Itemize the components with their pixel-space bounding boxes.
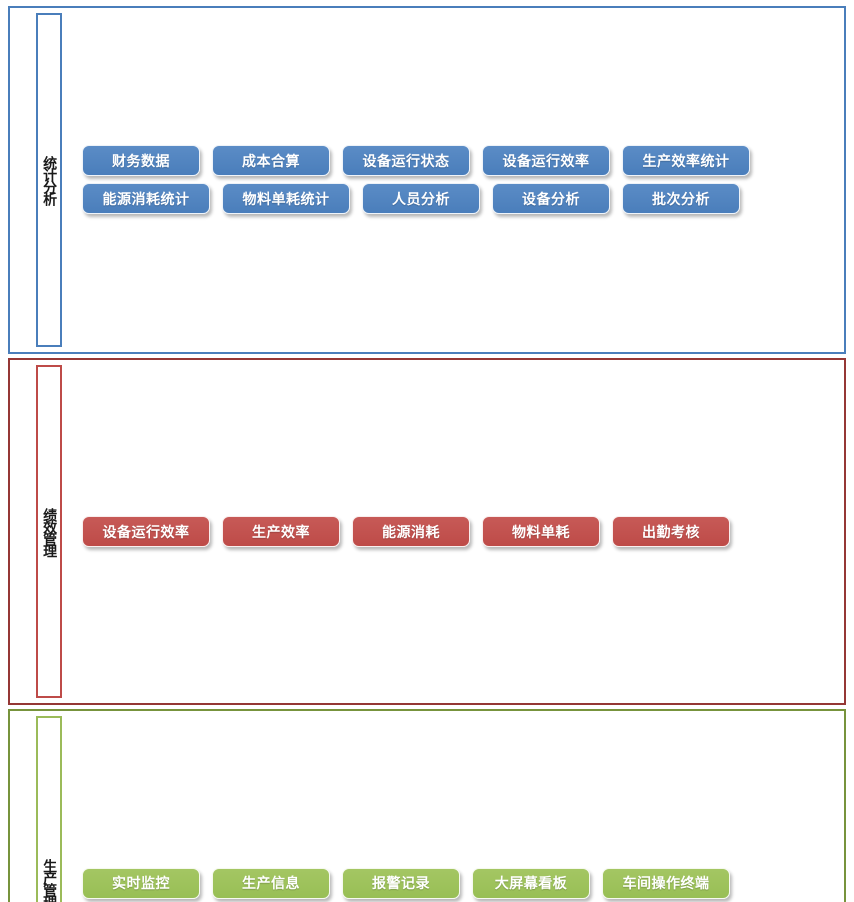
module-button[interactable]: 物料单耗 (482, 516, 600, 547)
module-button[interactable]: 报警记录 (342, 868, 460, 899)
button-row: 财务数据成本合算设备运行状态设备运行效率生产效率统计 (82, 145, 838, 176)
section-stats: 统计分析财务数据成本合算设备运行状态设备运行效率生产效率统计能源消耗统计物料单耗… (8, 6, 846, 354)
section-performance: 绩效管理设备运行效率生产效率能源消耗物料单耗出勤考核 (8, 358, 846, 706)
module-button[interactable]: 能源消耗统计 (82, 183, 210, 214)
module-button[interactable]: 设备运行效率 (482, 145, 610, 176)
module-button[interactable]: 成本合算 (212, 145, 330, 176)
section-label-production: 生产管理 (36, 716, 62, 902)
button-row: 能源消耗统计物料单耗统计人员分析设备分析批次分析 (82, 183, 838, 214)
module-button[interactable]: 人员分析 (362, 183, 480, 214)
section-production: 生产管理实时监控生产信息报警记录大屏幕看板车间操作终端 (8, 709, 846, 902)
module-button[interactable]: 实时监控 (82, 868, 200, 899)
module-button[interactable]: 生产效率统计 (622, 145, 750, 176)
module-button[interactable]: 设备运行效率 (82, 516, 210, 547)
module-button[interactable]: 设备运行状态 (342, 145, 470, 176)
module-button[interactable]: 批次分析 (622, 183, 740, 214)
module-button[interactable]: 能源消耗 (352, 516, 470, 547)
section-label-performance: 绩效管理 (36, 365, 62, 699)
function-architecture-diagram: 统计分析财务数据成本合算设备运行状态设备运行效率生产效率统计能源消耗统计物料单耗… (0, 0, 854, 451)
button-row: 实时监控生产信息报警记录大屏幕看板车间操作终端 (82, 868, 838, 899)
button-area-stats: 财务数据成本合算设备运行状态设备运行效率生产效率统计能源消耗统计物料单耗统计人员… (82, 145, 838, 214)
module-button[interactable]: 物料单耗统计 (222, 183, 350, 214)
button-area-production: 实时监控生产信息报警记录大屏幕看板车间操作终端 (82, 868, 838, 899)
button-row: 设备运行效率生产效率能源消耗物料单耗出勤考核 (82, 516, 838, 547)
module-button[interactable]: 生产信息 (212, 868, 330, 899)
module-button[interactable]: 出勤考核 (612, 516, 730, 547)
button-area-performance: 设备运行效率生产效率能源消耗物料单耗出勤考核 (82, 516, 838, 547)
module-button[interactable]: 设备分析 (492, 183, 610, 214)
module-button[interactable]: 车间操作终端 (602, 868, 730, 899)
module-button[interactable]: 生产效率 (222, 516, 340, 547)
module-button[interactable]: 大屏幕看板 (472, 868, 590, 899)
section-label-stats: 统计分析 (36, 13, 62, 347)
module-button[interactable]: 财务数据 (82, 145, 200, 176)
